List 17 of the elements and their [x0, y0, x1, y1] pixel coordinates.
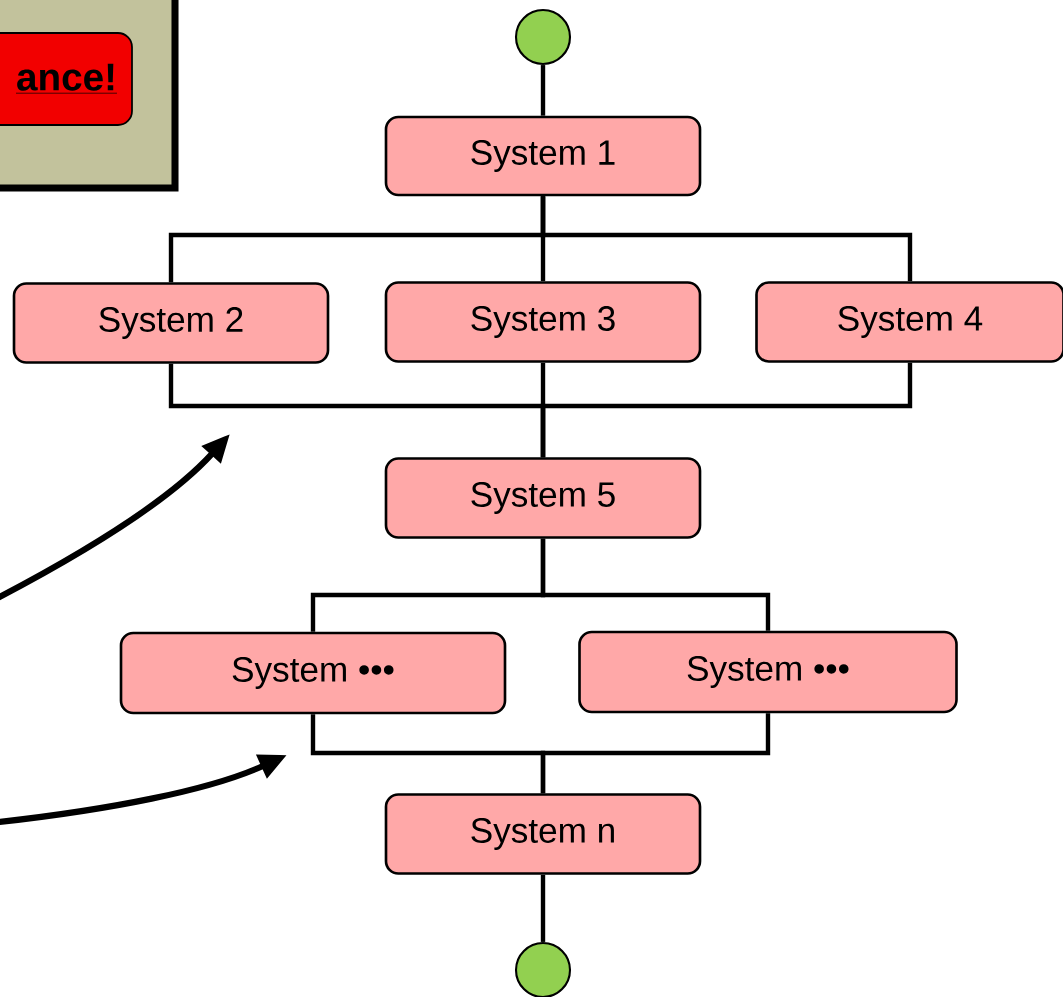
terminal-circle	[514, 8, 572, 66]
terminal-circle	[514, 941, 572, 997]
system-box: System 5	[384, 457, 702, 539]
connector-line	[540, 713, 771, 794]
system-box: System 1	[384, 115, 702, 197]
system-box: System •••	[119, 631, 507, 715]
connector-line	[540, 538, 771, 631]
system-box: System 4	[755, 281, 1063, 363]
system-box: System •••	[578, 630, 958, 714]
system-box: System 3	[384, 281, 702, 363]
connector-line	[540, 65, 546, 116]
warning-button: ance!	[0, 32, 133, 126]
system-box: System n	[384, 793, 702, 875]
connector-line	[540, 196, 913, 282]
connector-line	[540, 874, 546, 942]
connector-line	[540, 362, 913, 458]
system-box: System 2	[12, 282, 330, 364]
